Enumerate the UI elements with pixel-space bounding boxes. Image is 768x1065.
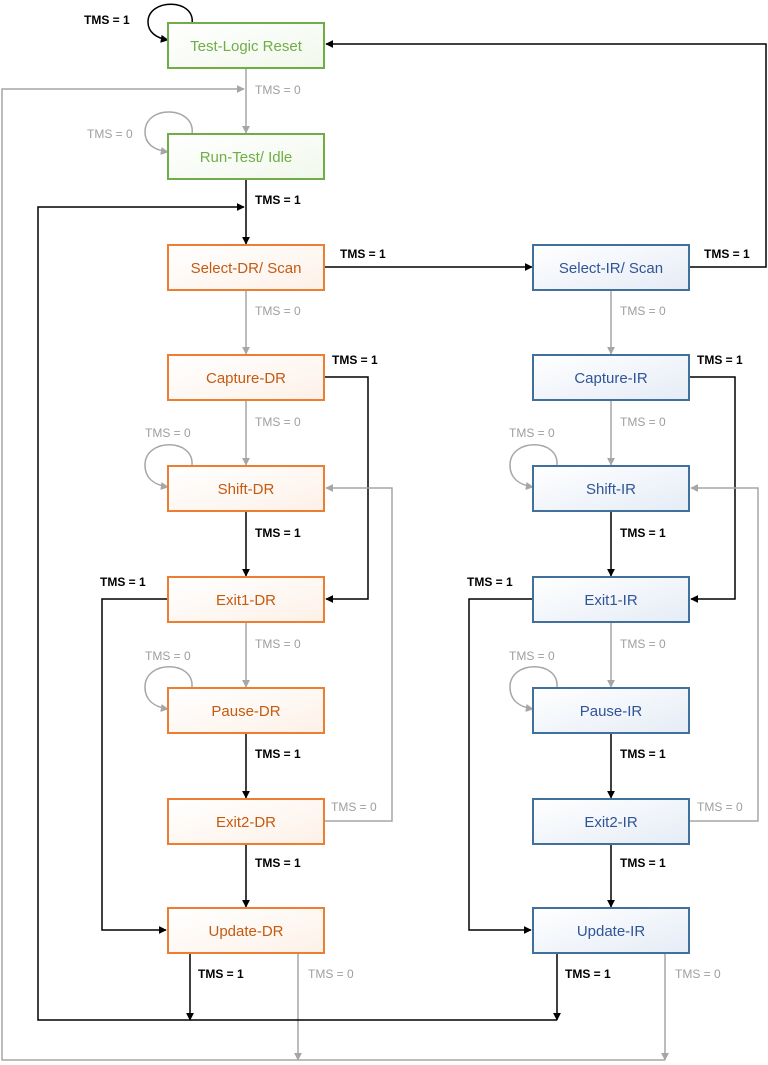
tms-label-update-dr-tms1: TMS = 1 xyxy=(198,967,244,981)
state-update-dr: Update-DR xyxy=(167,907,325,954)
state-shift-dr-label: Shift-DR xyxy=(218,481,275,498)
exit1-dr-to-update-dr xyxy=(101,598,168,934)
exit1-ir-to-update-ir xyxy=(468,598,533,934)
tlr-self-loop xyxy=(147,3,193,43)
state-exit1-dr-label: Exit1-DR xyxy=(216,592,276,609)
tms-label-exit1-dr-to-pause-dr: TMS = 0 xyxy=(255,637,301,651)
state-exit2-ir: Exit2-IR xyxy=(532,798,690,845)
update-return-to-rti-gray-bus xyxy=(1,85,665,1061)
shift-dr-self-loop xyxy=(144,444,193,490)
state-select-dr-scan-label: Select-DR/ Scan xyxy=(191,260,302,277)
state-pause-ir: Pause-IR xyxy=(532,687,690,734)
tms-label-shift-dr-to-exit1-dr: TMS = 1 xyxy=(255,526,301,540)
tms-label-exit2-ir-to-update-ir: TMS = 1 xyxy=(620,856,666,870)
tms-label-update-ir-tms1: TMS = 1 xyxy=(565,967,611,981)
state-select-dr-scan: Select-DR/ Scan xyxy=(167,244,325,291)
tms-label-capture-ir-to-shift-ir: TMS = 0 xyxy=(620,415,666,429)
state-shift-ir-label: Shift-IR xyxy=(586,481,636,498)
tms-label-exit1-dr-to-update-dr: TMS = 1 xyxy=(100,575,146,589)
tms-label-update-dr-tms0: TMS = 0 xyxy=(308,967,354,981)
state-exit1-ir: Exit1-IR xyxy=(532,576,690,623)
tms-label-capture-ir-to-exit1-ir: TMS = 1 xyxy=(697,353,743,367)
state-exit1-ir-label: Exit1-IR xyxy=(584,592,638,609)
state-capture-ir: Capture-IR xyxy=(532,354,690,401)
tms-label-capture-dr-to-exit1-dr: TMS = 1 xyxy=(332,353,378,367)
state-update-ir: Update-IR xyxy=(532,907,690,954)
tms-label-exit1-ir-to-update-ir: TMS = 1 xyxy=(467,575,513,589)
shift-ir-self-loop xyxy=(509,444,558,490)
state-run-test-idle-label: Run-Test/ Idle xyxy=(200,149,293,166)
rti-self-loop xyxy=(144,111,193,155)
state-shift-dr: Shift-DR xyxy=(167,465,325,512)
state-run-test-idle: Run-Test/ Idle xyxy=(167,133,325,180)
tms-label-shift-ir-to-exit1-ir: TMS = 1 xyxy=(620,526,666,540)
state-exit2-ir-label: Exit2-IR xyxy=(584,814,638,831)
tms-label-tlr-loop: TMS = 1 xyxy=(84,13,130,27)
tms-label-exit2-dr-to-shift-dr: TMS = 0 xyxy=(331,800,377,814)
tms-label-shift-dr-loop: TMS = 0 xyxy=(145,426,191,440)
state-update-ir-label: Update-IR xyxy=(577,923,646,940)
pause-ir-self-loop xyxy=(509,666,558,712)
state-capture-dr: Capture-DR xyxy=(167,354,325,401)
exit2-ir-to-shift-ir xyxy=(689,484,759,822)
state-select-ir-scan: Select-IR/ Scan xyxy=(532,244,690,291)
tms-label-exit1-ir-to-pause-ir: TMS = 0 xyxy=(620,637,666,651)
tms-label-rti-loop: TMS = 0 xyxy=(87,127,133,141)
pause-dr-self-loop xyxy=(144,666,193,712)
state-exit2-dr-label: Exit2-DR xyxy=(216,814,276,831)
tms-label-select-dr-to-select-ir: TMS = 1 xyxy=(340,247,386,261)
tms-label-shift-ir-loop: TMS = 0 xyxy=(509,426,555,440)
state-test-logic-reset: Test-Logic Reset xyxy=(167,22,325,69)
state-exit2-dr: Exit2-DR xyxy=(167,798,325,845)
state-capture-ir-label: Capture-IR xyxy=(574,370,648,387)
state-pause-dr: Pause-DR xyxy=(167,687,325,734)
tms-label-tlr-to-rti: TMS = 0 xyxy=(255,83,301,97)
state-test-logic-reset-label: Test-Logic Reset xyxy=(190,38,303,55)
tms-label-update-ir-tms0: TMS = 0 xyxy=(675,967,721,981)
state-shift-ir: Shift-IR xyxy=(532,465,690,512)
state-select-ir-scan-label: Select-IR/ Scan xyxy=(559,260,663,277)
tms-label-pause-ir-loop: TMS = 0 xyxy=(509,649,555,663)
state-pause-dr-label: Pause-DR xyxy=(211,703,280,720)
tms-label-select-ir-to-capture-ir: TMS = 0 xyxy=(620,304,666,318)
state-exit1-dr: Exit1-DR xyxy=(167,576,325,623)
tms-label-capture-dr-to-shift-dr: TMS = 0 xyxy=(255,415,301,429)
update-return-to-rti-bus xyxy=(37,203,557,1021)
exit2-dr-to-shift-dr xyxy=(324,484,393,822)
tms-label-select-ir-to-tlr: TMS = 1 xyxy=(704,247,750,261)
tms-label-rti-to-select-dr: TMS = 1 xyxy=(255,193,301,207)
state-update-dr-label: Update-DR xyxy=(208,923,283,940)
tms-label-select-dr-to-capture-dr: TMS = 0 xyxy=(255,304,301,318)
state-capture-dr-label: Capture-DR xyxy=(206,370,286,387)
select-ir-to-tlr xyxy=(325,40,767,268)
tms-label-exit2-ir-to-shift-ir: TMS = 0 xyxy=(697,800,743,814)
tms-label-pause-dr-loop: TMS = 0 xyxy=(145,649,191,663)
tms-label-pause-dr-to-exit2-dr: TMS = 1 xyxy=(255,747,301,761)
state-pause-ir-label: Pause-IR xyxy=(580,703,643,720)
tms-label-pause-ir-to-exit2-ir: TMS = 1 xyxy=(620,747,666,761)
tms-label-exit2-dr-to-update-dr: TMS = 1 xyxy=(255,856,301,870)
